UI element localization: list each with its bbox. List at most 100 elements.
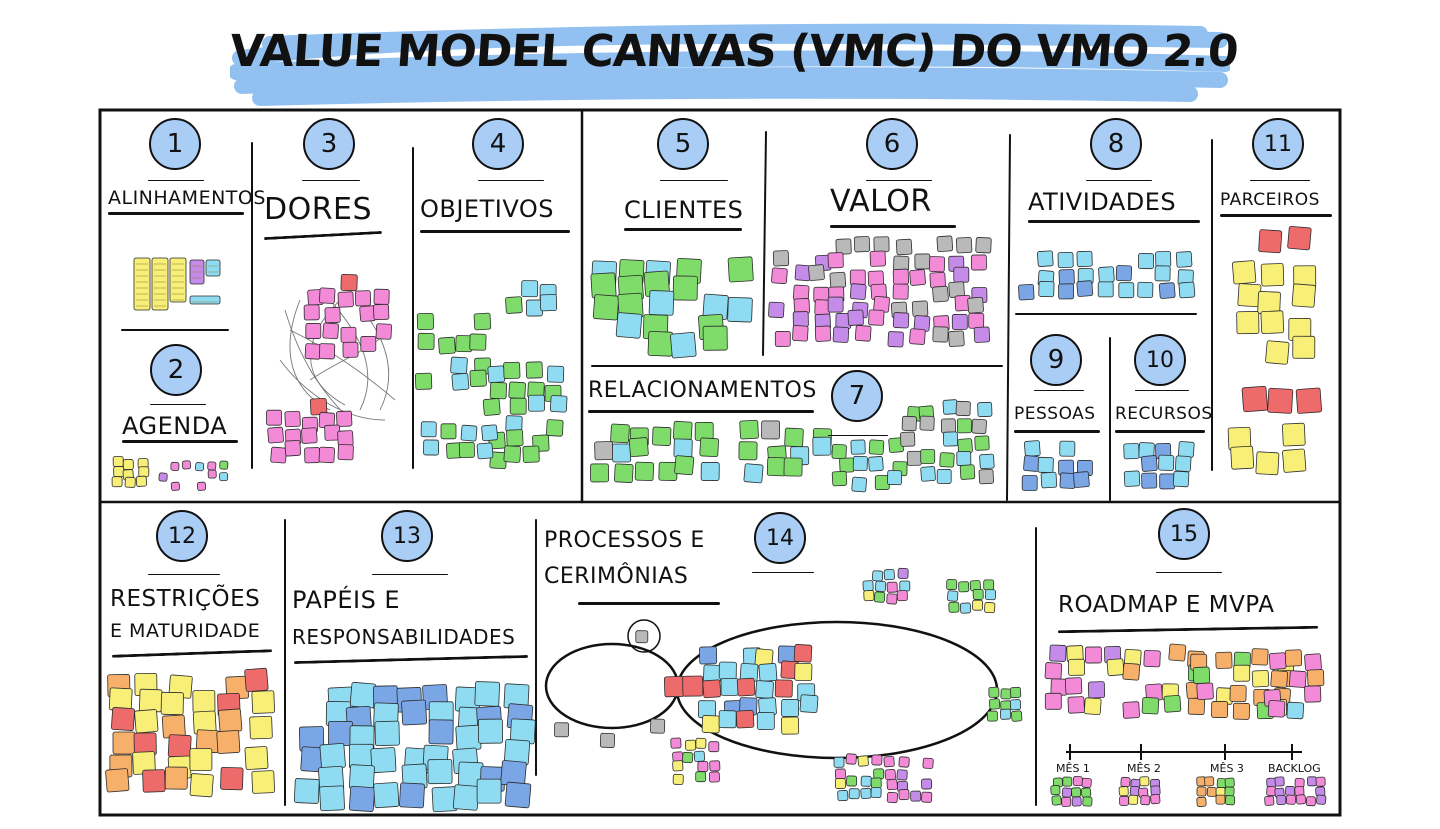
sticky-note: [899, 580, 911, 592]
sticky-note: [702, 325, 728, 351]
sticky-note: [1196, 786, 1207, 797]
sticky-note: [1284, 649, 1303, 667]
sticky-note: [244, 667, 269, 692]
sticky-note: [420, 421, 437, 438]
sticky-note: [328, 720, 353, 746]
sticky-note: [1285, 794, 1297, 805]
sticky-note: [476, 778, 502, 804]
sticky-note: [708, 741, 720, 753]
sticky-note: [1058, 283, 1075, 300]
sticky-note: [670, 331, 697, 359]
sticky-note: [1174, 455, 1192, 472]
sticky-note: [849, 283, 867, 300]
sticky-note: [428, 719, 454, 745]
sticky-note: [1172, 470, 1190, 488]
sticky-note: [336, 410, 353, 427]
sticky-note: [1009, 699, 1022, 711]
sticky-note: [509, 397, 527, 415]
sticky-note: [1281, 422, 1306, 447]
sticky-note: [959, 464, 976, 480]
sticky-note: [1123, 443, 1140, 460]
section-6-badge: 6: [866, 118, 918, 170]
section-1-label-underline: [108, 212, 244, 215]
sticky-note: [547, 365, 565, 383]
sticky-note: [319, 785, 345, 812]
sticky-note: [481, 424, 498, 442]
sticky-note: [784, 427, 804, 448]
sticky-note: [1083, 697, 1102, 716]
sticky-note: [590, 272, 617, 299]
sticky-note: [1196, 682, 1214, 701]
sticky-note: [700, 462, 720, 481]
sticky-note: [972, 599, 984, 611]
sticky-note: [906, 450, 922, 466]
sticky-note: [251, 690, 275, 714]
sticky-note: [142, 769, 166, 793]
sticky-note: [293, 778, 320, 804]
sticky-note: [1141, 696, 1160, 715]
sticky-note: [920, 449, 936, 464]
sticky-note: [870, 777, 882, 789]
sticky-note: [958, 581, 970, 593]
sticky-note: [635, 630, 649, 644]
sticky-note: [1154, 265, 1171, 282]
sticky-note: [1123, 470, 1141, 487]
sticky-note: [967, 296, 984, 314]
sticky-note: [220, 766, 244, 791]
section-7-label: RELACIONAMENTOS: [588, 378, 817, 403]
sticky-note: [1057, 251, 1074, 269]
sticky-note: [673, 438, 693, 458]
sticky-note: [1000, 688, 1012, 700]
sticky-note: [1118, 282, 1135, 299]
sticky-note: [792, 325, 809, 342]
sticky-note: [953, 266, 970, 283]
sticky-note: [727, 256, 754, 283]
sticky-note: [1087, 681, 1106, 699]
sticky-note: [1178, 441, 1195, 458]
sticky-note: [1018, 284, 1035, 301]
section-9-label-underline: [1014, 430, 1100, 433]
section-4-label-underline: [420, 230, 570, 233]
sticky-note: [860, 787, 872, 800]
sticky-note: [305, 323, 322, 339]
sticky-note: [929, 272, 946, 289]
sticky-note: [892, 268, 910, 285]
document-thumbnail: [189, 295, 221, 305]
section-1-badge-underline: [148, 180, 204, 181]
sticky-note: [708, 771, 720, 783]
sticky-note: [1158, 282, 1176, 299]
section-10-label: RECURSOS: [1115, 404, 1213, 424]
sticky-note: [682, 675, 704, 697]
sticky-note: [999, 708, 1012, 720]
sticky-note: [1024, 440, 1041, 457]
sticky-note: [1267, 700, 1286, 718]
sticky-note: [812, 436, 832, 456]
sticky-note: [354, 290, 372, 307]
sticky-note: [886, 791, 898, 804]
sticky-note: [701, 715, 721, 734]
sticky-note: [1264, 795, 1275, 806]
section-3-badge-underline: [302, 180, 360, 181]
sticky-note: [1119, 795, 1130, 806]
sticky-note: [835, 238, 852, 255]
sticky-note: [1215, 794, 1226, 805]
section-4-badge: 4: [472, 118, 524, 170]
sticky-note: [251, 770, 275, 794]
sticky-note: [1150, 785, 1161, 796]
section-15-badge-underline: [1156, 572, 1222, 573]
sticky-note: [896, 769, 908, 781]
sticky-note: [525, 361, 543, 379]
sticky-note: [610, 423, 630, 444]
section-13-label-line1: PAPÉIS E: [292, 586, 401, 614]
sticky-note: [438, 336, 456, 355]
sticky-note: [887, 470, 903, 486]
sticky-note: [1233, 664, 1251, 682]
sticky-note: [284, 410, 301, 428]
sticky-note: [1276, 794, 1287, 805]
sticky-note: [460, 424, 478, 442]
title-highlight-scribble: [230, 23, 1230, 106]
sticky-note: [781, 699, 800, 717]
sticky-note: [1023, 455, 1040, 472]
sticky-note: [848, 788, 860, 800]
